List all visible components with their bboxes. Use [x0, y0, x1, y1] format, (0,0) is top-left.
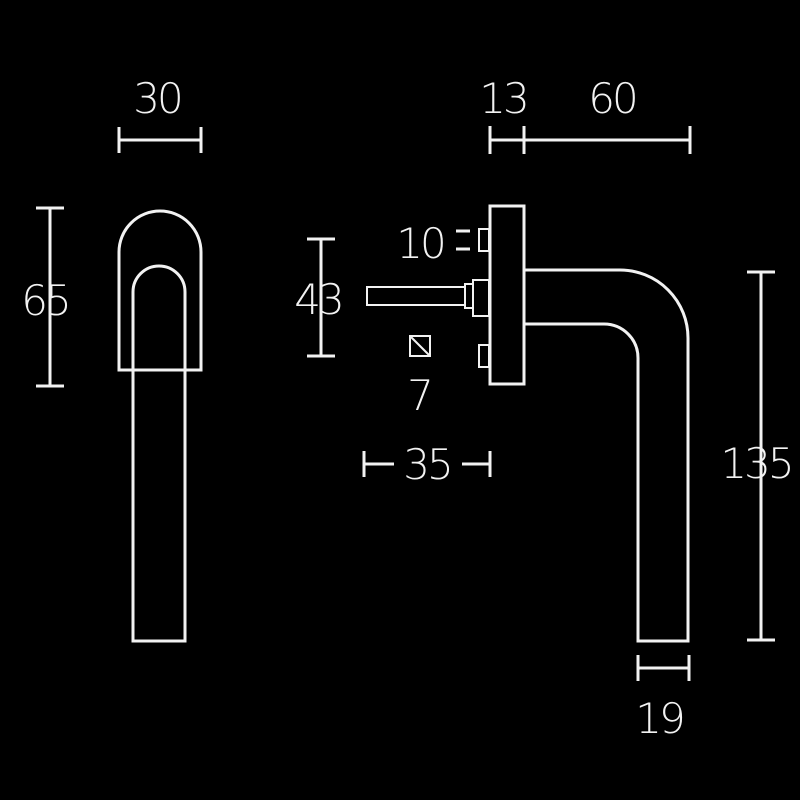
spindle-length-label: 35: [403, 440, 450, 489]
front-rose-height-dimension: 65: [21, 206, 72, 388]
side-top-dimension: 13 60: [479, 74, 692, 154]
square-spindle-symbol: 7: [407, 335, 434, 420]
front-lever-outline: [131, 264, 187, 643]
front-rose-height-label: 65: [21, 276, 68, 325]
pin-spacing-dimension: 10: [396, 219, 470, 268]
grip-diameter-label: 19: [635, 694, 683, 743]
handle-length-dimension: 135: [720, 270, 795, 642]
front-view: 30 65: [21, 74, 203, 643]
pin-spacing-label: 10: [396, 219, 443, 268]
rose-depth-label: 13: [479, 74, 526, 123]
front-width-dimension: 30: [117, 74, 203, 153]
grip-diameter-dimension: 19: [635, 655, 691, 743]
side-view: 13 60 43 10 7: [294, 74, 795, 743]
handle-length-label: 135: [720, 439, 791, 488]
spindle-height-dimension: 43: [294, 237, 345, 358]
front-rose-outline: [117, 209, 203, 372]
square-spindle-label: 7: [407, 371, 431, 420]
spindle-height-label: 43: [294, 275, 341, 324]
handle-projection-label: 60: [588, 74, 635, 123]
front-width-label: 30: [133, 74, 180, 123]
spindle-washer: [472, 279, 490, 317]
side-lever-outline: [522, 268, 690, 643]
spindle-length-dimension: 35: [362, 440, 492, 489]
